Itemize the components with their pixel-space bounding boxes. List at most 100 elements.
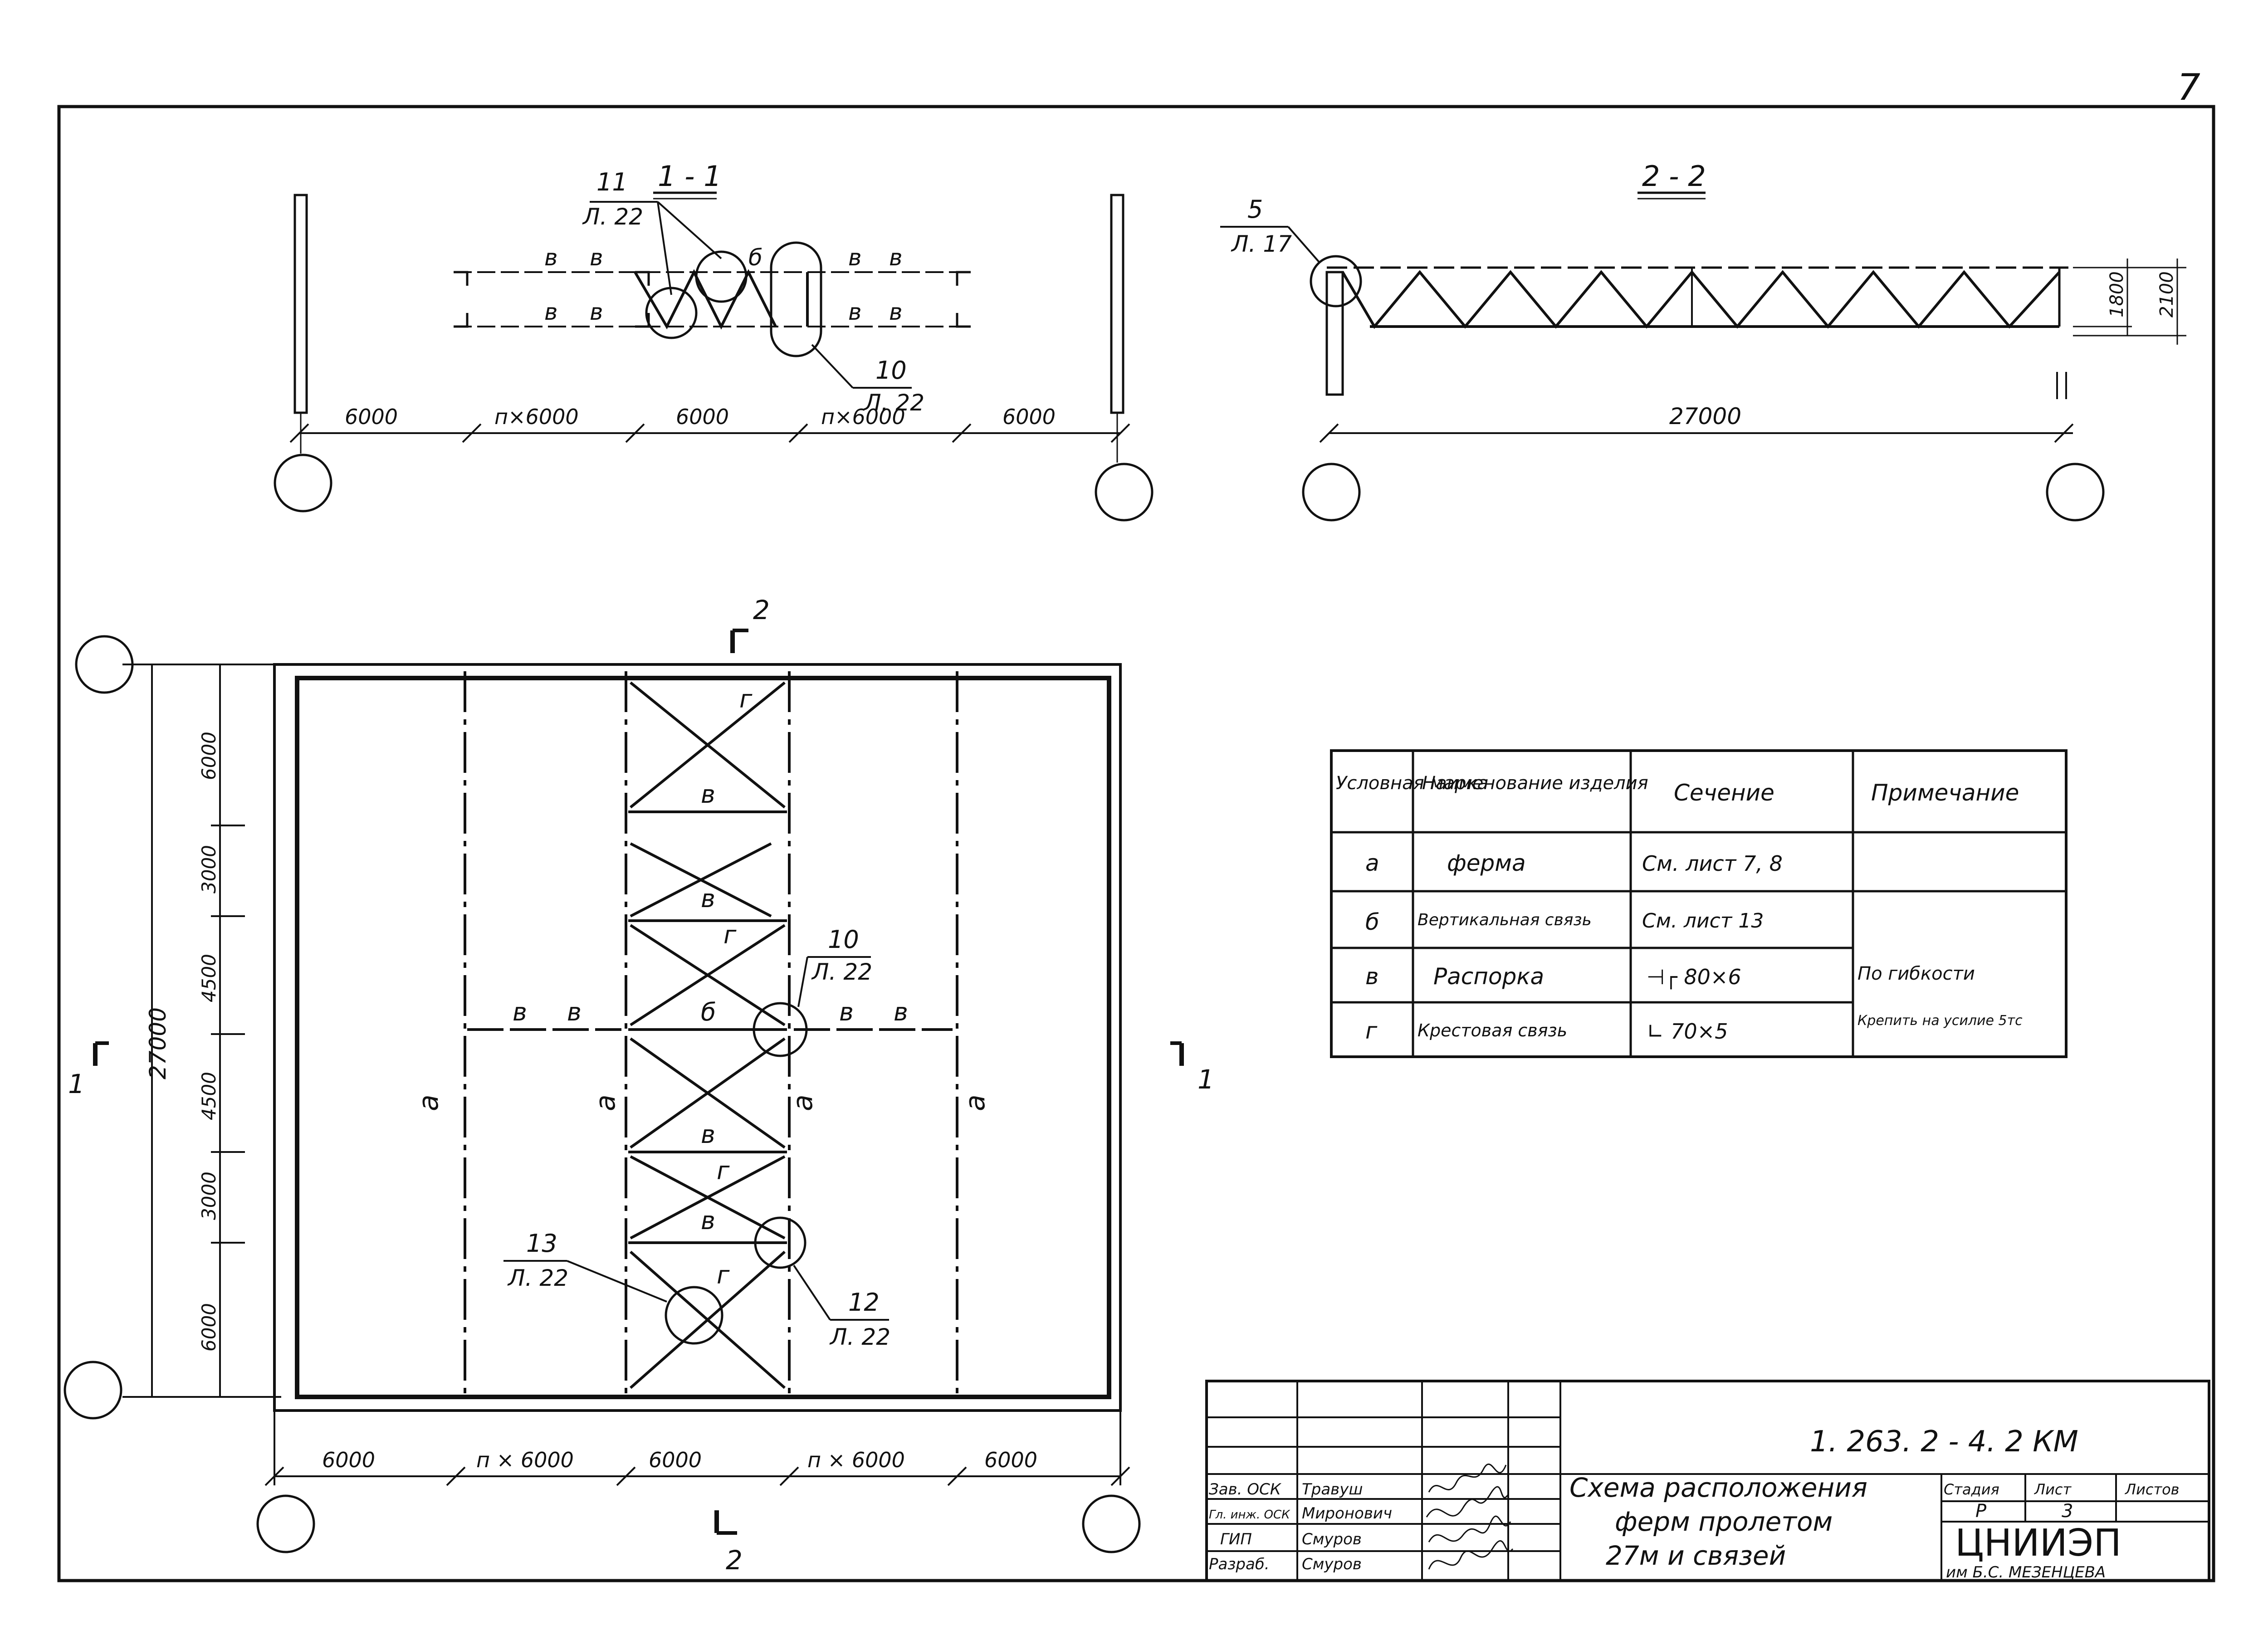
plan-label-g-1: г [739, 685, 753, 713]
axis-circle [1302, 463, 1361, 522]
role-1: Гл. инж. ОСК [1209, 1508, 1290, 1522]
spec-row-0-name: ферма [1447, 850, 1526, 876]
plan-label-a-4: а [959, 1094, 991, 1111]
label-v-6: в [889, 244, 902, 271]
dim-1-3: п×6000 [821, 405, 905, 429]
plan-callout-12 [754, 1216, 807, 1269]
plan-label-g-3: г [717, 1157, 730, 1185]
plan-label-a-1: а [413, 1094, 445, 1111]
spec-row-2-mark: в [1365, 963, 1378, 990]
label-v-4: в [590, 299, 603, 325]
sheet-label: Лист [2034, 1481, 2072, 1498]
plan-outline-outer [273, 663, 1122, 1412]
sheet-frame [57, 105, 2215, 1582]
plan-dim-h-4: 6000 [984, 1448, 1037, 1472]
label-v-1: в [544, 244, 557, 271]
plan-mark-1-right: 1 [1198, 1064, 1214, 1095]
dim-ticks-left [122, 664, 281, 1398]
axis-circle [64, 1361, 122, 1420]
sheets-label: Листов [2125, 1481, 2180, 1498]
spec-row-3-section: ∟ 70×5 [1647, 1019, 1728, 1044]
stage-value: Р [1975, 1501, 1987, 1522]
spec-row-2-section: ⊣┌ 80×6 [1647, 965, 1741, 990]
plan-label-v-4: в [701, 1206, 715, 1235]
spec-table: Условная марка Наименование изделия Сече… [1330, 749, 2068, 1058]
dim-1-1: п×6000 [494, 405, 579, 429]
plan-label-v-5: в [513, 998, 527, 1026]
title-line-0: Схема расположения [1569, 1472, 1867, 1503]
axis-circle [274, 454, 332, 513]
plan-dim-v-0: 6000 [198, 732, 220, 780]
spec-row-1-mark: б [1365, 909, 1379, 935]
plan-dim-total: 27000 [145, 1007, 171, 1079]
role-0: Зав. ОСК [1209, 1480, 1282, 1499]
label-v-2: в [590, 244, 603, 271]
label-v-3: в [544, 299, 557, 325]
plan-label-b: б [701, 998, 716, 1026]
label-v-5: в [848, 244, 861, 271]
spec-row-1-name: Вертикальная связь [1418, 911, 1592, 929]
dim-27000-top: 27000 [1669, 403, 1741, 430]
spec-row-3-name: Крестовая связь [1418, 1020, 1567, 1040]
plan-label-v-3: в [701, 1120, 715, 1149]
name-2: Смуров [1302, 1530, 1362, 1548]
name-3: Смуров [1302, 1555, 1362, 1573]
column-marks [454, 271, 971, 328]
dim-ticks-bottom [264, 1411, 1130, 1486]
plan-dim-v-1: 3000 [198, 845, 220, 893]
plan-label-v-7: в [839, 998, 854, 1026]
cross-bracing [628, 681, 787, 1389]
callout-10-num: 10 [875, 356, 907, 385]
signatures [1426, 1463, 1514, 1570]
plan-callout-13-ref: Л. 22 [507, 1265, 568, 1291]
stage-label: Стадия [1944, 1481, 1999, 1498]
callout-11-num: 11 [596, 168, 628, 196]
spec-row-0-section: См. лист 7, 8 [1642, 851, 1783, 876]
page-number: 7 [2177, 66, 2200, 108]
dim-1-4: 6000 [1002, 405, 1056, 429]
dim-1800: 1800 [2107, 271, 2127, 317]
spec-row-1-section: См. лист 13 [1642, 909, 1764, 932]
title-line-2: 27м и связей [1606, 1540, 1786, 1571]
plan-mark-1-left: 1 [68, 1069, 85, 1099]
plan-label-v-6: в [567, 998, 582, 1026]
plan-callout-10-ref: Л. 22 [811, 959, 872, 985]
axis-circle [1082, 1494, 1141, 1553]
callout-circle-11a [645, 287, 698, 339]
callout-circle-11b [695, 250, 748, 303]
section-2-2: 2 - 2 5 Л. 17 1800 2100 27000 [1220, 160, 2186, 522]
axis-circle [256, 1494, 315, 1553]
dim-ticks-1 [289, 423, 1130, 443]
role-3: Разраб. [1209, 1555, 1270, 1573]
dim-1-2: 6000 [676, 405, 729, 429]
plan-callout-10 [753, 1002, 808, 1057]
label-b: б [748, 244, 763, 271]
plan-label-a-2: а [590, 1094, 621, 1111]
org-sub: им Б.С. МЕЗЕНЦЕВА [1946, 1563, 2106, 1582]
plan-dim-v-5: 6000 [198, 1303, 220, 1352]
callout-capsule-10 [770, 241, 822, 357]
plan-label-v-1: в [701, 780, 715, 809]
role-2: ГИП [1220, 1530, 1252, 1548]
callout-circle-5 [1310, 255, 1362, 308]
spec-header-name: Наименование изделия [1422, 773, 1648, 794]
name-0: Травуш [1302, 1480, 1363, 1499]
axis-circle [1095, 463, 1154, 522]
spec-header-mark: Условная марка [1336, 773, 1488, 794]
spec-row-0-mark: а [1365, 850, 1379, 876]
section-1-1: 1 - 1 11 Л. 22 10 Л. 22 б в в в [274, 160, 1154, 522]
dim-1-0: 6000 [345, 405, 398, 429]
callout-5-num: 5 [1247, 195, 1263, 224]
plan-mark-2-top: 2 [753, 595, 770, 625]
spec-row-3-note: Крепить на усилие 5тс [1857, 1013, 2023, 1029]
plan-dim-h-2: 6000 [649, 1448, 702, 1472]
name-1: Миронович [1302, 1504, 1392, 1523]
column-left [293, 194, 308, 414]
column-right [1110, 194, 1124, 414]
plan-dim-h-0: 6000 [322, 1448, 375, 1472]
plan-view: 2 2 1 1 а а а а [64, 595, 1214, 1576]
org-name: ЦНИИЭП [1955, 1522, 2121, 1565]
plan-dim-v-2: 4500 [198, 954, 220, 1002]
plan-label-g-4: г [717, 1261, 730, 1289]
